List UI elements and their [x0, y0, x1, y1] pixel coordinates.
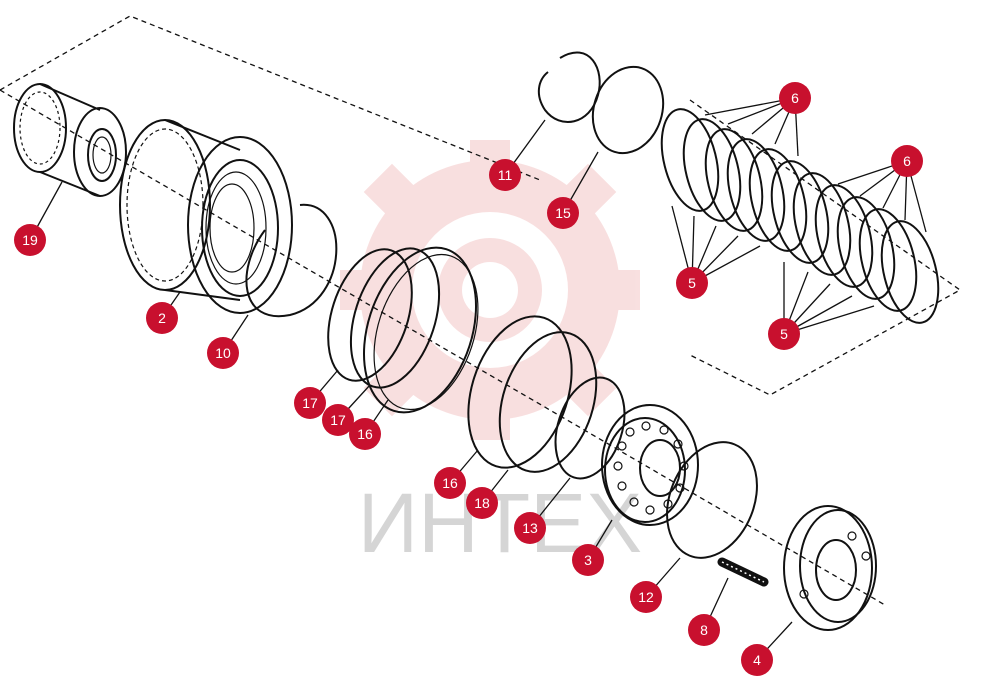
- callout-15: 15: [547, 197, 579, 229]
- callout-12: 12: [630, 581, 662, 613]
- callout-4: 4: [741, 644, 773, 676]
- svg-text:16: 16: [357, 426, 373, 442]
- part-4-end-plate: [783, 505, 877, 631]
- svg-text:5: 5: [688, 275, 696, 291]
- svg-text:15: 15: [555, 205, 571, 221]
- callout-17b: 17: [322, 404, 354, 436]
- assembly-outline: [0, 15, 962, 606]
- callout-19: 19: [14, 224, 46, 256]
- part-19-splined-hub: [13, 83, 127, 197]
- svg-text:4: 4: [753, 652, 761, 668]
- callout-16a: 16: [349, 418, 381, 450]
- svg-text:3: 3: [584, 552, 592, 568]
- callout-5b: 5: [768, 318, 800, 350]
- callout-5a: 5: [676, 267, 708, 299]
- svg-text:16: 16: [442, 475, 458, 491]
- svg-text:11: 11: [498, 167, 513, 183]
- part-2-clutch-drum: [119, 119, 293, 314]
- callout-6b: 6: [891, 145, 923, 177]
- svg-text:13: 13: [522, 520, 538, 536]
- callout-11: 11: [489, 159, 521, 191]
- part-8-spring: [717, 557, 769, 587]
- svg-text:8: 8: [700, 622, 708, 638]
- svg-text:19: 19: [22, 232, 38, 248]
- svg-text:6: 6: [903, 153, 911, 169]
- part-15-ring: [591, 65, 665, 155]
- callout-17a: 17: [294, 387, 326, 419]
- callout-8: 8: [688, 614, 720, 646]
- callout-2: 2: [146, 302, 178, 334]
- callout-6a: 6: [779, 82, 811, 114]
- svg-text:18: 18: [474, 495, 490, 511]
- part-5-6-clutch-disc-stack: [660, 108, 940, 324]
- callout-13: 13: [514, 512, 546, 544]
- callout-16b: 16: [434, 467, 466, 499]
- svg-text:17: 17: [302, 395, 318, 411]
- part-12-ring: [666, 441, 758, 559]
- callout-3: 3: [572, 544, 604, 576]
- part-17-16-rings: [327, 246, 479, 414]
- svg-text:17: 17: [330, 412, 346, 428]
- part-16-18-13-rings: [467, 315, 626, 480]
- svg-text:12: 12: [638, 589, 654, 605]
- svg-text:5: 5: [780, 326, 788, 342]
- part-10-snap-ring: [245, 203, 338, 318]
- part-11-circlip: [537, 51, 601, 123]
- svg-text:10: 10: [215, 345, 231, 361]
- callout-18: 18: [466, 487, 498, 519]
- svg-text:2: 2: [158, 310, 166, 326]
- callout-10: 10: [207, 337, 239, 369]
- svg-text:6: 6: [791, 90, 799, 106]
